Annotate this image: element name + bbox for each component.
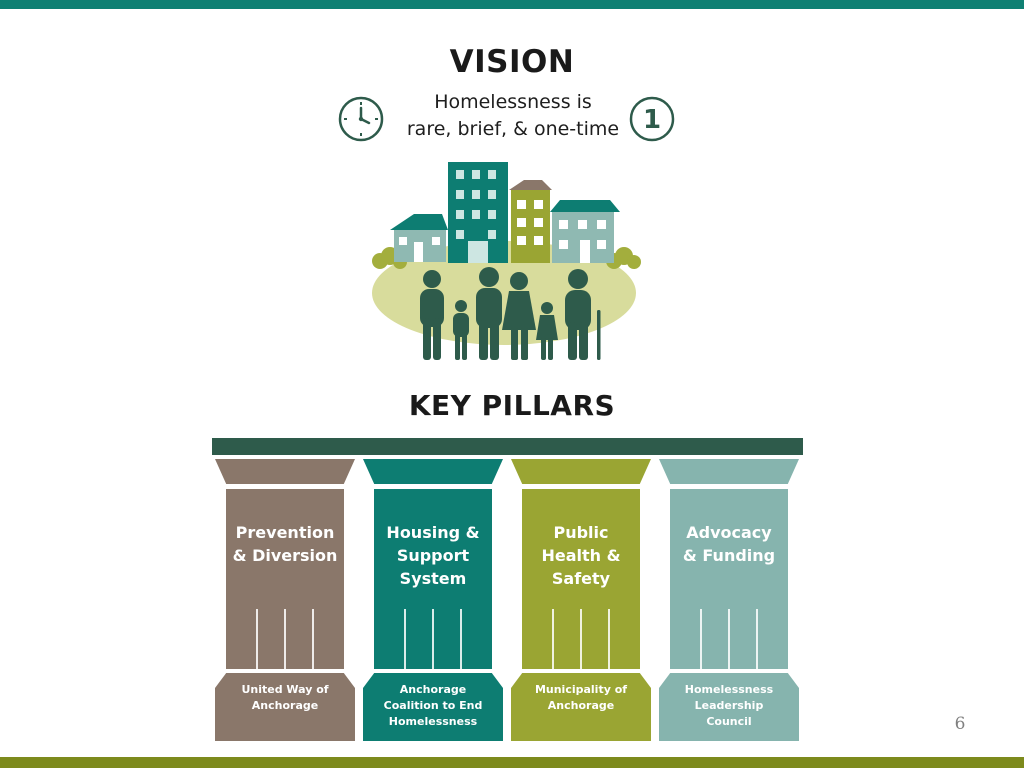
number-one-badge-icon: 1	[629, 96, 675, 142]
vision-line-2: rare, brief, & one-time	[406, 118, 620, 140]
pillar-owner: Municipality of Anchorage	[517, 682, 645, 714]
pillar-capital	[215, 459, 355, 484]
pillar-owner: Homelessness Leadership Council	[665, 682, 793, 730]
pillar-owner-line: Council	[706, 715, 752, 728]
pillar-flute	[312, 609, 314, 669]
vision-statement: Homelessness is rare, brief, & one-time	[380, 89, 646, 143]
pillar-capital	[659, 459, 799, 484]
pillar-owner-line: United Way of	[241, 683, 329, 696]
pillar-base: Homelessness Leadership Council	[659, 673, 799, 741]
top-accent-bar	[0, 0, 1024, 9]
pillar-title-line: Prevention	[235, 523, 335, 542]
pillars-beam	[212, 438, 803, 455]
vision-title: VISION	[449, 44, 575, 80]
pillar-owner-line: Municipality of	[534, 683, 628, 696]
key-pillars-title: KEY PILLARS	[408, 389, 616, 422]
pillar-owner: Anchorage Coalition to End Homelessness	[369, 682, 497, 730]
pillar-title-line: Support	[396, 546, 470, 565]
pillar-owner: United Way of Anchorage	[221, 682, 349, 714]
pillar-title-line: Safety	[551, 569, 611, 588]
pillar-title-line: & Diversion	[232, 546, 338, 565]
pillar-prevention-diversion: Prevention & Diversion United Way of Anc…	[215, 459, 355, 741]
pillar-base: United Way of Anchorage	[215, 673, 355, 741]
pillar-shaft: Prevention & Diversion	[226, 489, 344, 669]
pillar-title-line: Public	[553, 523, 609, 542]
pillar-title-line: Health &	[541, 546, 621, 565]
pillar-flute	[580, 609, 582, 669]
pillar-title-line: Advocacy	[686, 523, 772, 542]
pillar-title-line: Housing &	[386, 523, 480, 542]
pillar-owner-line: Anchorage	[547, 699, 615, 712]
pillar-owner-line: Leadership	[694, 699, 764, 712]
community-illustration	[372, 162, 641, 360]
pillar-shaft: Advocacy & Funding	[670, 489, 788, 669]
pillar-capital	[363, 459, 503, 484]
pillar-flute	[552, 609, 554, 669]
pillar-title: Advocacy & Funding	[670, 521, 788, 567]
pillar-title: Prevention & Diversion	[226, 521, 344, 567]
pillar-flute	[404, 609, 406, 669]
pillar-owner-line: Homelessness	[388, 715, 478, 728]
pillar-owner-line: Homelessness	[684, 683, 774, 696]
pillar-shaft: Public Health & Safety	[522, 489, 640, 669]
pillar-title: Housing & Support System	[374, 521, 492, 590]
pillar-flute	[608, 609, 610, 669]
pillar-shaft: Housing & Support System	[374, 489, 492, 669]
slide-page-number: 6	[954, 714, 966, 734]
badge-number: 1	[643, 105, 661, 135]
pillar-flute	[256, 609, 258, 669]
pillar-flute	[700, 609, 702, 669]
pillar-flute	[756, 609, 758, 669]
pillar-base: Anchorage Coalition to End Homelessness	[363, 673, 503, 741]
pillar-flute	[460, 609, 462, 669]
pillar-title-line: & Funding	[682, 546, 776, 565]
pillar-title-line: System	[399, 569, 467, 588]
pillar-capital	[511, 459, 651, 484]
pillar-owner-line: Anchorage	[251, 699, 319, 712]
vision-line-1: Homelessness is	[434, 91, 592, 113]
pillar-public-health-safety: Public Health & Safety Municipality of A…	[511, 459, 651, 741]
pillar-advocacy-funding: Advocacy & Funding Homelessness Leadersh…	[659, 459, 799, 741]
pillar-base: Municipality of Anchorage	[511, 673, 651, 741]
pillar-flute	[728, 609, 730, 669]
pillar-flute	[432, 609, 434, 669]
pillar-housing-support: Housing & Support System Anchorage Coali…	[363, 459, 503, 741]
pillar-flute	[284, 609, 286, 669]
clock-icon	[338, 96, 384, 142]
bottom-accent-bar	[0, 757, 1024, 768]
pillar-owner-line: Anchorage	[399, 683, 467, 696]
pillar-title: Public Health & Safety	[522, 521, 640, 590]
pillar-owner-line: Coalition to End	[383, 699, 483, 712]
